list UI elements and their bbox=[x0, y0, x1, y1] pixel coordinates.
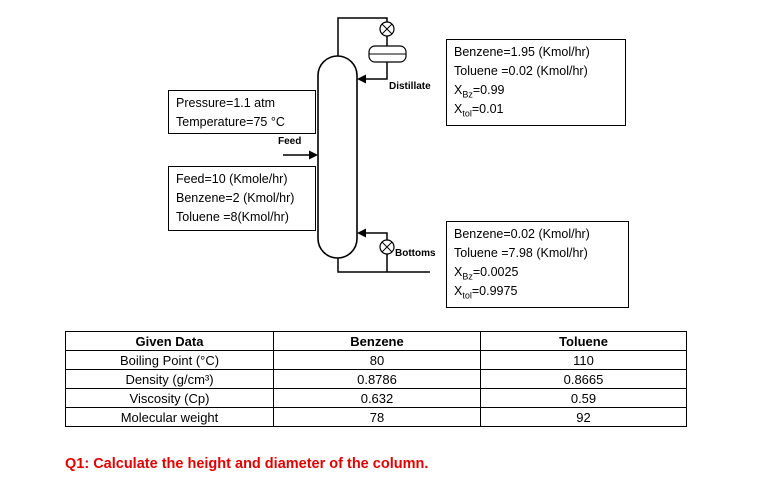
distillate-label: Distillate bbox=[389, 81, 431, 92]
header-given-data: Given Data bbox=[65, 331, 274, 351]
feed-toluene-text: Toluene =8(Kmol/hr) bbox=[176, 210, 289, 224]
temperature-text: Temperature=75 °C bbox=[176, 115, 285, 129]
distillate-toluene-text: Toluene =0.02 (Kmol/hr) bbox=[454, 64, 588, 78]
benzene-value: 80 bbox=[273, 350, 481, 370]
table-row-molecular-weight: Molecular weight 78 92 bbox=[65, 407, 687, 427]
reflux-drum-icon bbox=[368, 45, 407, 63]
table-row-density: Density (g/cm³) 0.8786 0.8665 bbox=[65, 369, 687, 389]
toluene-value: 110 bbox=[480, 350, 687, 370]
toluene-value: 92 bbox=[480, 407, 687, 427]
toluene-value: 0.8665 bbox=[480, 369, 687, 389]
benzene-value: 0.8786 bbox=[273, 369, 481, 389]
conditions-box: Pressure=1.1 atm Temperature=75 °C bbox=[168, 90, 316, 134]
question-text: Q1: Calculate the height and diameter of… bbox=[65, 456, 429, 472]
benzene-value: 0.632 bbox=[273, 388, 481, 408]
feed-benzene-text: Benzene=2 (Kmol/hr) bbox=[176, 191, 295, 205]
reflux-pipe bbox=[365, 62, 388, 80]
bottoms-xtol-text: Xtol=0.9975 bbox=[454, 284, 518, 301]
bottoms-pipe bbox=[337, 258, 430, 273]
distillate-benzene-text: Benzene=1.95 (Kmol/hr) bbox=[454, 45, 590, 59]
header-benzene: Benzene bbox=[273, 331, 481, 351]
reflux-arrow bbox=[357, 74, 366, 84]
distillate-box: Benzene=1.95 (Kmol/hr) Toluene =0.02 (Km… bbox=[446, 39, 626, 126]
row-label: Density (g/cm³) bbox=[65, 369, 274, 389]
row-label: Molecular weight bbox=[65, 407, 274, 427]
condenser-icon bbox=[379, 21, 395, 37]
feed-box: Feed=10 (Kmole/hr) Benzene=2 (Kmol/hr) T… bbox=[168, 166, 316, 231]
row-label: Boiling Point (°C) bbox=[65, 350, 274, 370]
feed-arrow bbox=[309, 150, 318, 160]
reboiler-pump-icon bbox=[379, 239, 395, 255]
bottoms-xbz-text: XBz=0.0025 bbox=[454, 265, 519, 282]
table-row-viscosity: Viscosity (Cp) 0.632 0.59 bbox=[65, 388, 687, 408]
distillation-flow-diagram bbox=[283, 17, 430, 273]
boilup-return-pipe bbox=[365, 232, 388, 240]
boilup-arrow bbox=[357, 228, 366, 238]
bottoms-toluene-text: Toluene =7.98 (Kmol/hr) bbox=[454, 246, 588, 260]
bottoms-benzene-text: Benzene=0.02 (Kmol/hr) bbox=[454, 227, 590, 241]
table-row-boiling-point: Boiling Point (°C) 80 110 bbox=[65, 350, 687, 370]
header-toluene: Toluene bbox=[480, 331, 687, 351]
distillation-column-vessel bbox=[317, 55, 358, 259]
benzene-value: 78 bbox=[273, 407, 481, 427]
pressure-text: Pressure=1.1 atm bbox=[176, 96, 276, 110]
table-header-row: Given Data Benzene Toluene bbox=[65, 331, 687, 351]
feed-rate-text: Feed=10 (Kmole/hr) bbox=[176, 172, 288, 186]
distillate-xtol-text: Xtol=0.01 bbox=[454, 102, 504, 119]
given-data-table: Given Data Benzene Toluene Boiling Point… bbox=[65, 331, 687, 427]
row-label: Viscosity (Cp) bbox=[65, 388, 274, 408]
bottoms-box: Benzene=0.02 (Kmol/hr) Toluene =7.98 (Km… bbox=[446, 221, 629, 308]
distillate-xbz-text: XBz=0.99 bbox=[454, 83, 505, 100]
process-pipes bbox=[283, 17, 430, 273]
toluene-value: 0.59 bbox=[480, 388, 687, 408]
feed-label: Feed bbox=[278, 136, 302, 147]
overhead-vapor-pipe bbox=[337, 17, 388, 57]
bottoms-label: Bottoms bbox=[395, 248, 436, 259]
